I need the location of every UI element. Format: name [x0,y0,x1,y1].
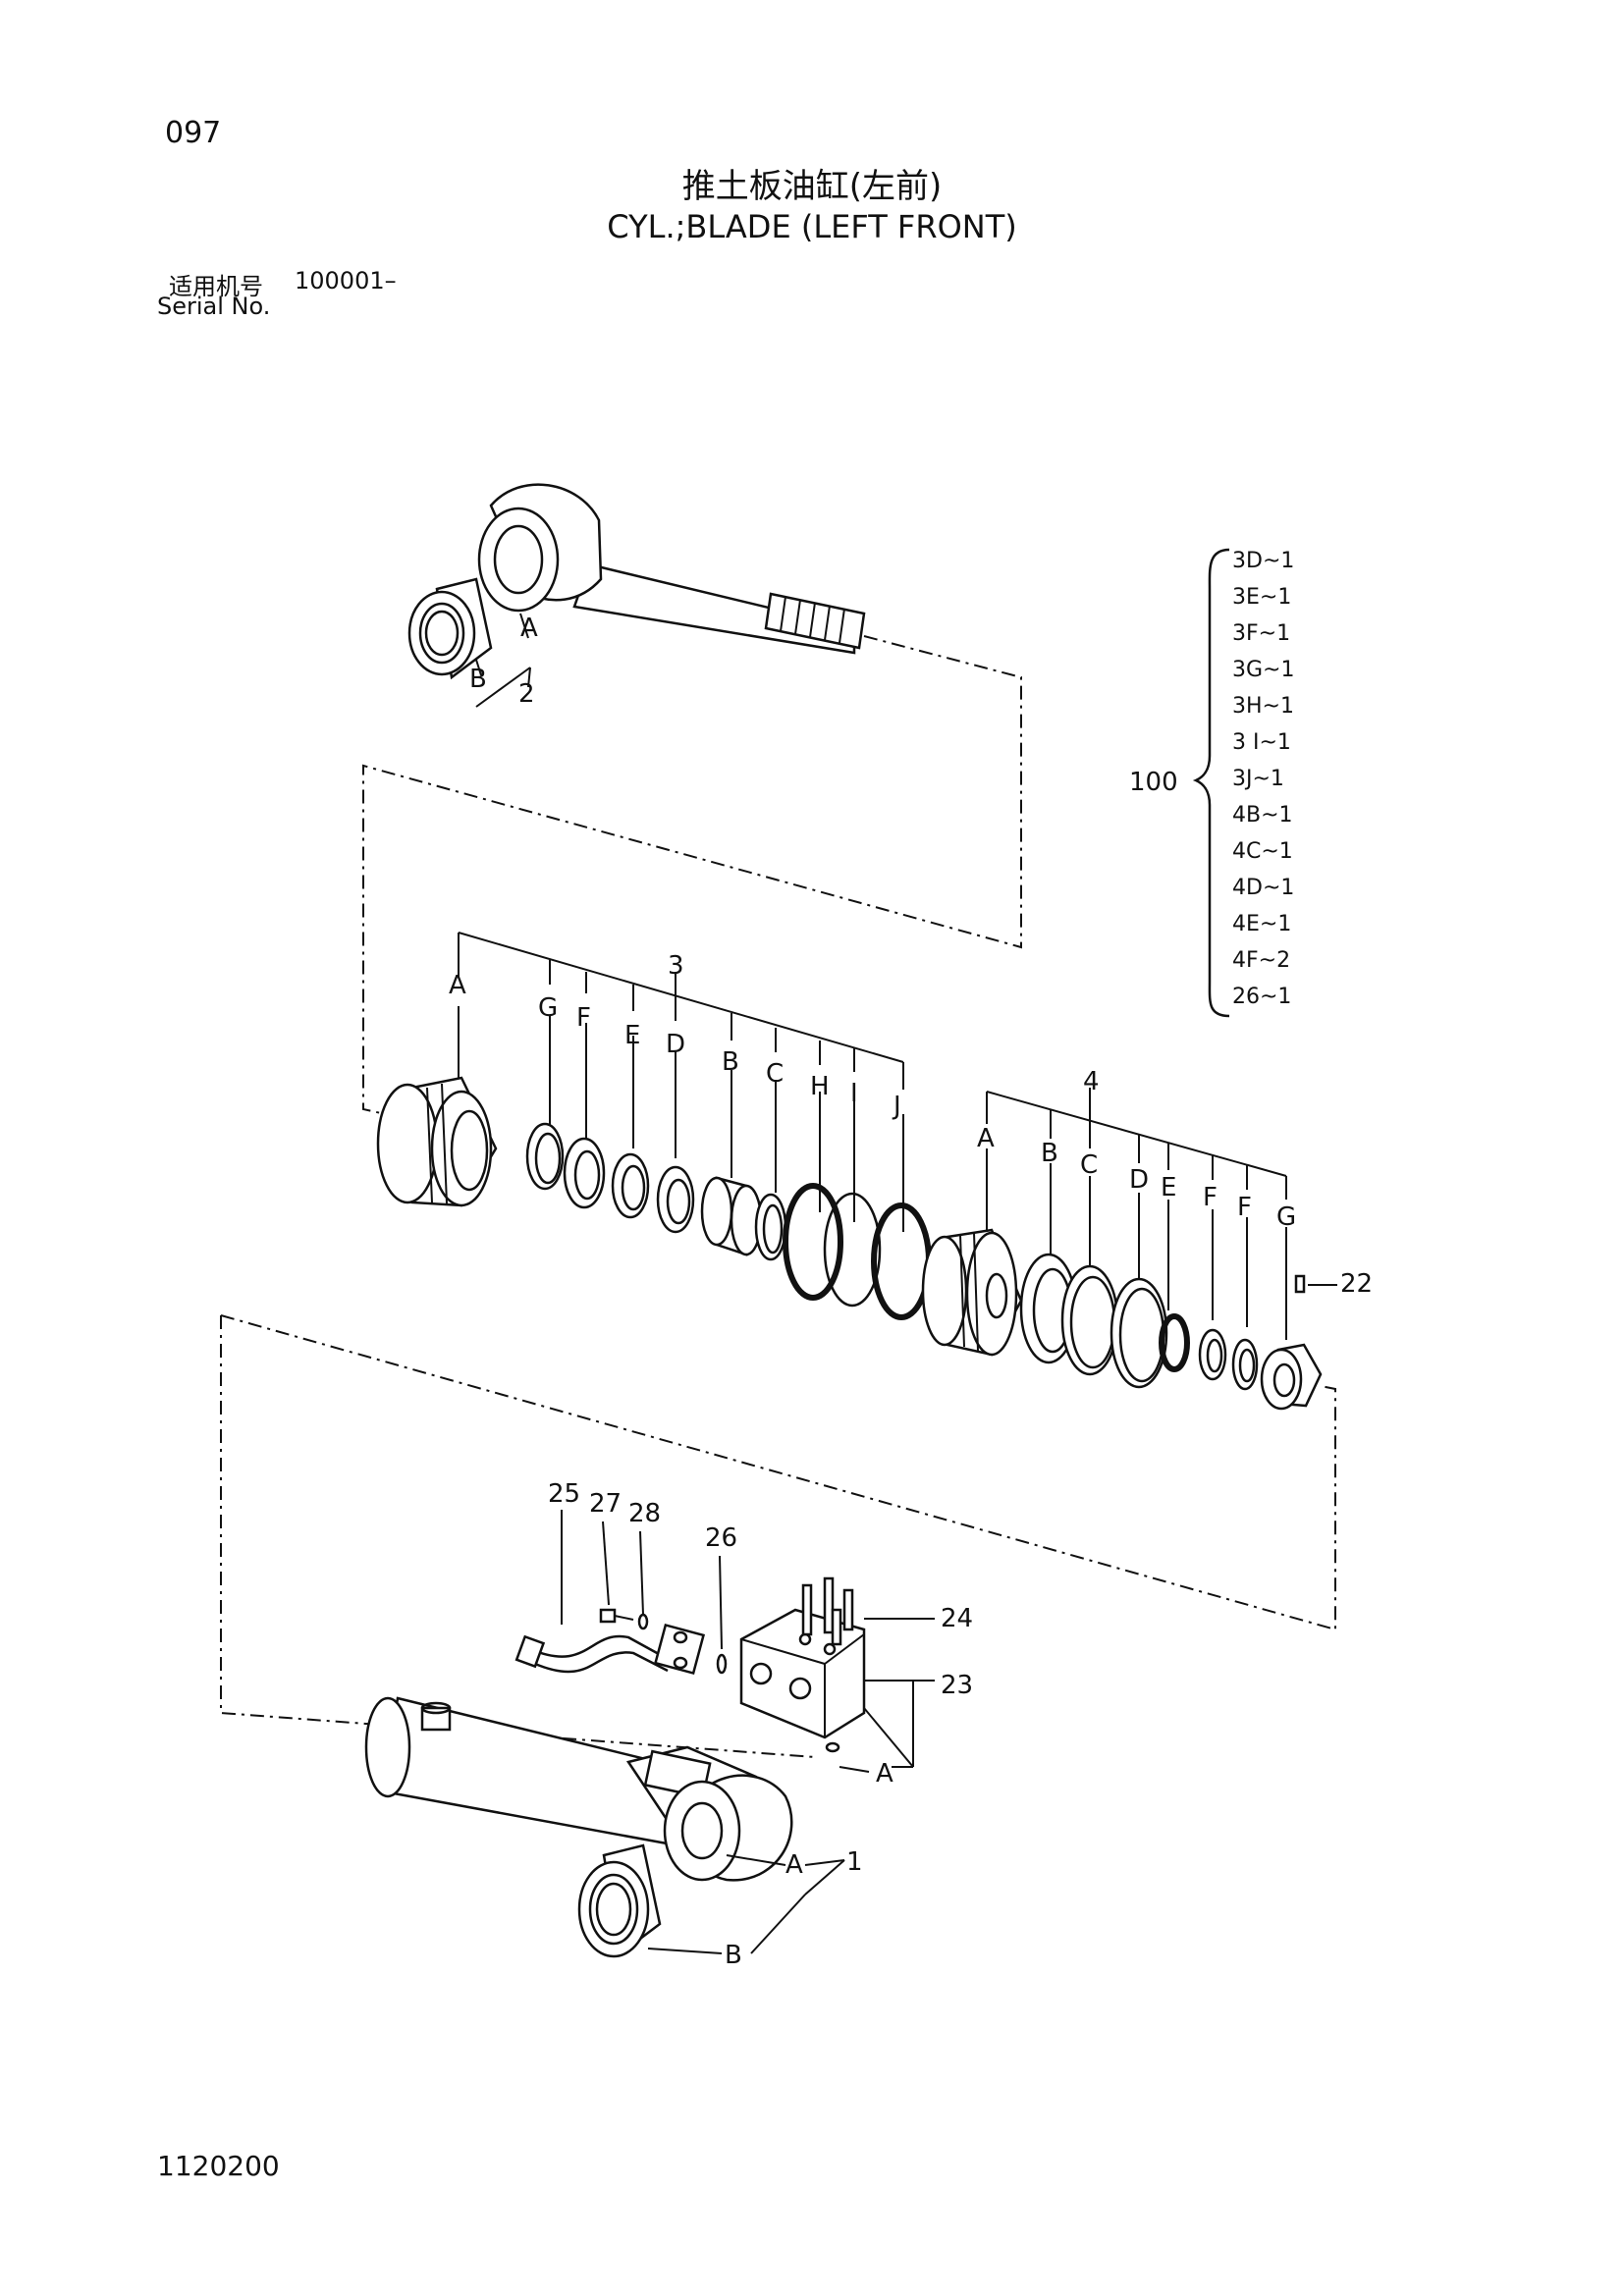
label-head-H: H [810,1072,830,1101]
washer-28 [637,1613,649,1630]
label-tube-B: B [725,1941,742,1970]
label-piston-D: D [1129,1165,1149,1195]
head-seal-E [611,1152,650,1219]
phantom-lines [220,635,1336,1758]
head-seal-D [656,1165,695,1234]
label-27: 27 [589,1489,622,1519]
piston-callouts: 4 A B C D E F F G 22 [977,1067,1373,1299]
bolt-27 [599,1608,634,1624]
kit-brace [1192,548,1230,1018]
label-head-G: G [538,993,558,1023]
kit-item: 3G~1 [1232,658,1294,682]
head-seal-C [754,1193,787,1261]
set-screw-22 [1294,1274,1337,1294]
label-25: 25 [548,1479,580,1509]
serial-value: 100001– [295,267,397,294]
piston-ring-F1 [1198,1328,1227,1381]
piston-ring-F2 [1231,1338,1259,1391]
rod-threaded-end [764,592,866,650]
label-piston-E: E [1161,1173,1176,1202]
head-ring-H [783,1183,843,1301]
label-head-I: I [850,1079,858,1108]
label-head-E: E [624,1021,640,1050]
label-head-F: F [576,1003,591,1033]
label-piston-F2: F [1237,1193,1252,1222]
head-body [376,1076,498,1207]
kit-item: 26~1 [1232,985,1291,1009]
head-seal-F [563,1137,606,1209]
seal-kit-list: 100 3D~1 3E~1 3F~1 3G~1 3H~1 3 I~1 3J~1 4B~1 4C~… [1129,548,1294,1018]
label-23: 23 [941,1671,973,1700]
title-english: CYL.;BLADE (LEFT FRONT) [607,208,1017,245]
label-piston-A: A [977,1124,995,1153]
label-28: 28 [628,1499,661,1528]
head-seal-G [525,1122,565,1191]
piston-oring-E [1159,1313,1190,1372]
kit-item: 3H~1 [1232,694,1294,719]
cylinder-tube [364,1696,793,1958]
label-head-J: J [892,1092,901,1121]
kit-number: 100 [1129,768,1178,797]
kit-item: 3F~1 [1232,621,1290,646]
serial-label-chinese: 适用机号 [169,273,263,300]
label-head-B: B [722,1047,739,1077]
piston-rod [407,483,866,680]
head-bushing-B [700,1176,763,1256]
label-head-C: C [766,1059,784,1089]
label-rod-B: B [469,665,487,694]
kit-item: 4F~2 [1232,948,1290,973]
head-ring-I [823,1192,882,1308]
head-leader-lines [458,932,904,1232]
tube-bushing [577,1843,662,1958]
piston-nut-G [1260,1343,1323,1411]
label-rod-2: 2 [518,679,535,709]
serial-label-english: Serial No. [157,293,271,320]
kit-item: 4C~1 [1232,839,1293,864]
tube-callouts: A 1 B [647,1847,863,1970]
rod-bushing [407,577,493,680]
cylinder-head-assembly [376,1076,932,1320]
label-rod-A: A [520,614,538,643]
head-ring-J [871,1202,932,1320]
kit-item: 3E~1 [1232,585,1291,610]
label-head-D: D [666,1030,685,1059]
label-piston-4: 4 [1083,1067,1100,1096]
label-valve-A: A [876,1759,893,1789]
kit-item: 4D~1 [1232,876,1294,900]
kit-item: 3D~1 [1232,549,1294,573]
tube-port [420,1701,452,1732]
head-callouts: 3 A G F E D B C H I J [449,951,901,1121]
piston-ring-C [1060,1264,1119,1376]
piping-callouts: 25 27 28 26 24 23 A [548,1479,973,1789]
label-piston-F1: F [1203,1183,1218,1212]
piston-ring-D [1110,1277,1168,1389]
page-number: 097 [165,116,222,150]
label-piston-C: C [1080,1150,1098,1180]
label-head-3: 3 [668,951,684,981]
piston-assembly [921,1228,1337,1411]
oring-26 [716,1653,728,1675]
label-tube-1: 1 [846,1847,863,1877]
label-26: 26 [705,1523,737,1553]
label-22: 22 [1340,1269,1373,1299]
piston-body [921,1228,1023,1357]
kit-item: 4E~1 [1232,912,1291,936]
label-head-A: A [449,971,466,1000]
kit-item: 3 I~1 [1232,730,1291,755]
piston-leader-lines [986,1088,1287,1340]
rod-callouts: A B 2 [469,613,538,709]
hydraulic-pipe-25 [514,1623,706,1676]
kit-item: 3J~1 [1232,767,1284,791]
title-chinese: 推土板油缸(左前) [681,167,943,206]
label-piston-G: G [1276,1202,1296,1232]
label-24: 24 [941,1604,973,1633]
label-piston-B: B [1041,1139,1058,1168]
kit-item: 4B~1 [1232,803,1293,828]
document-code: 1120200 [157,2150,280,2182]
bolts-24 [801,1576,854,1646]
label-tube-A: A [785,1850,803,1880]
